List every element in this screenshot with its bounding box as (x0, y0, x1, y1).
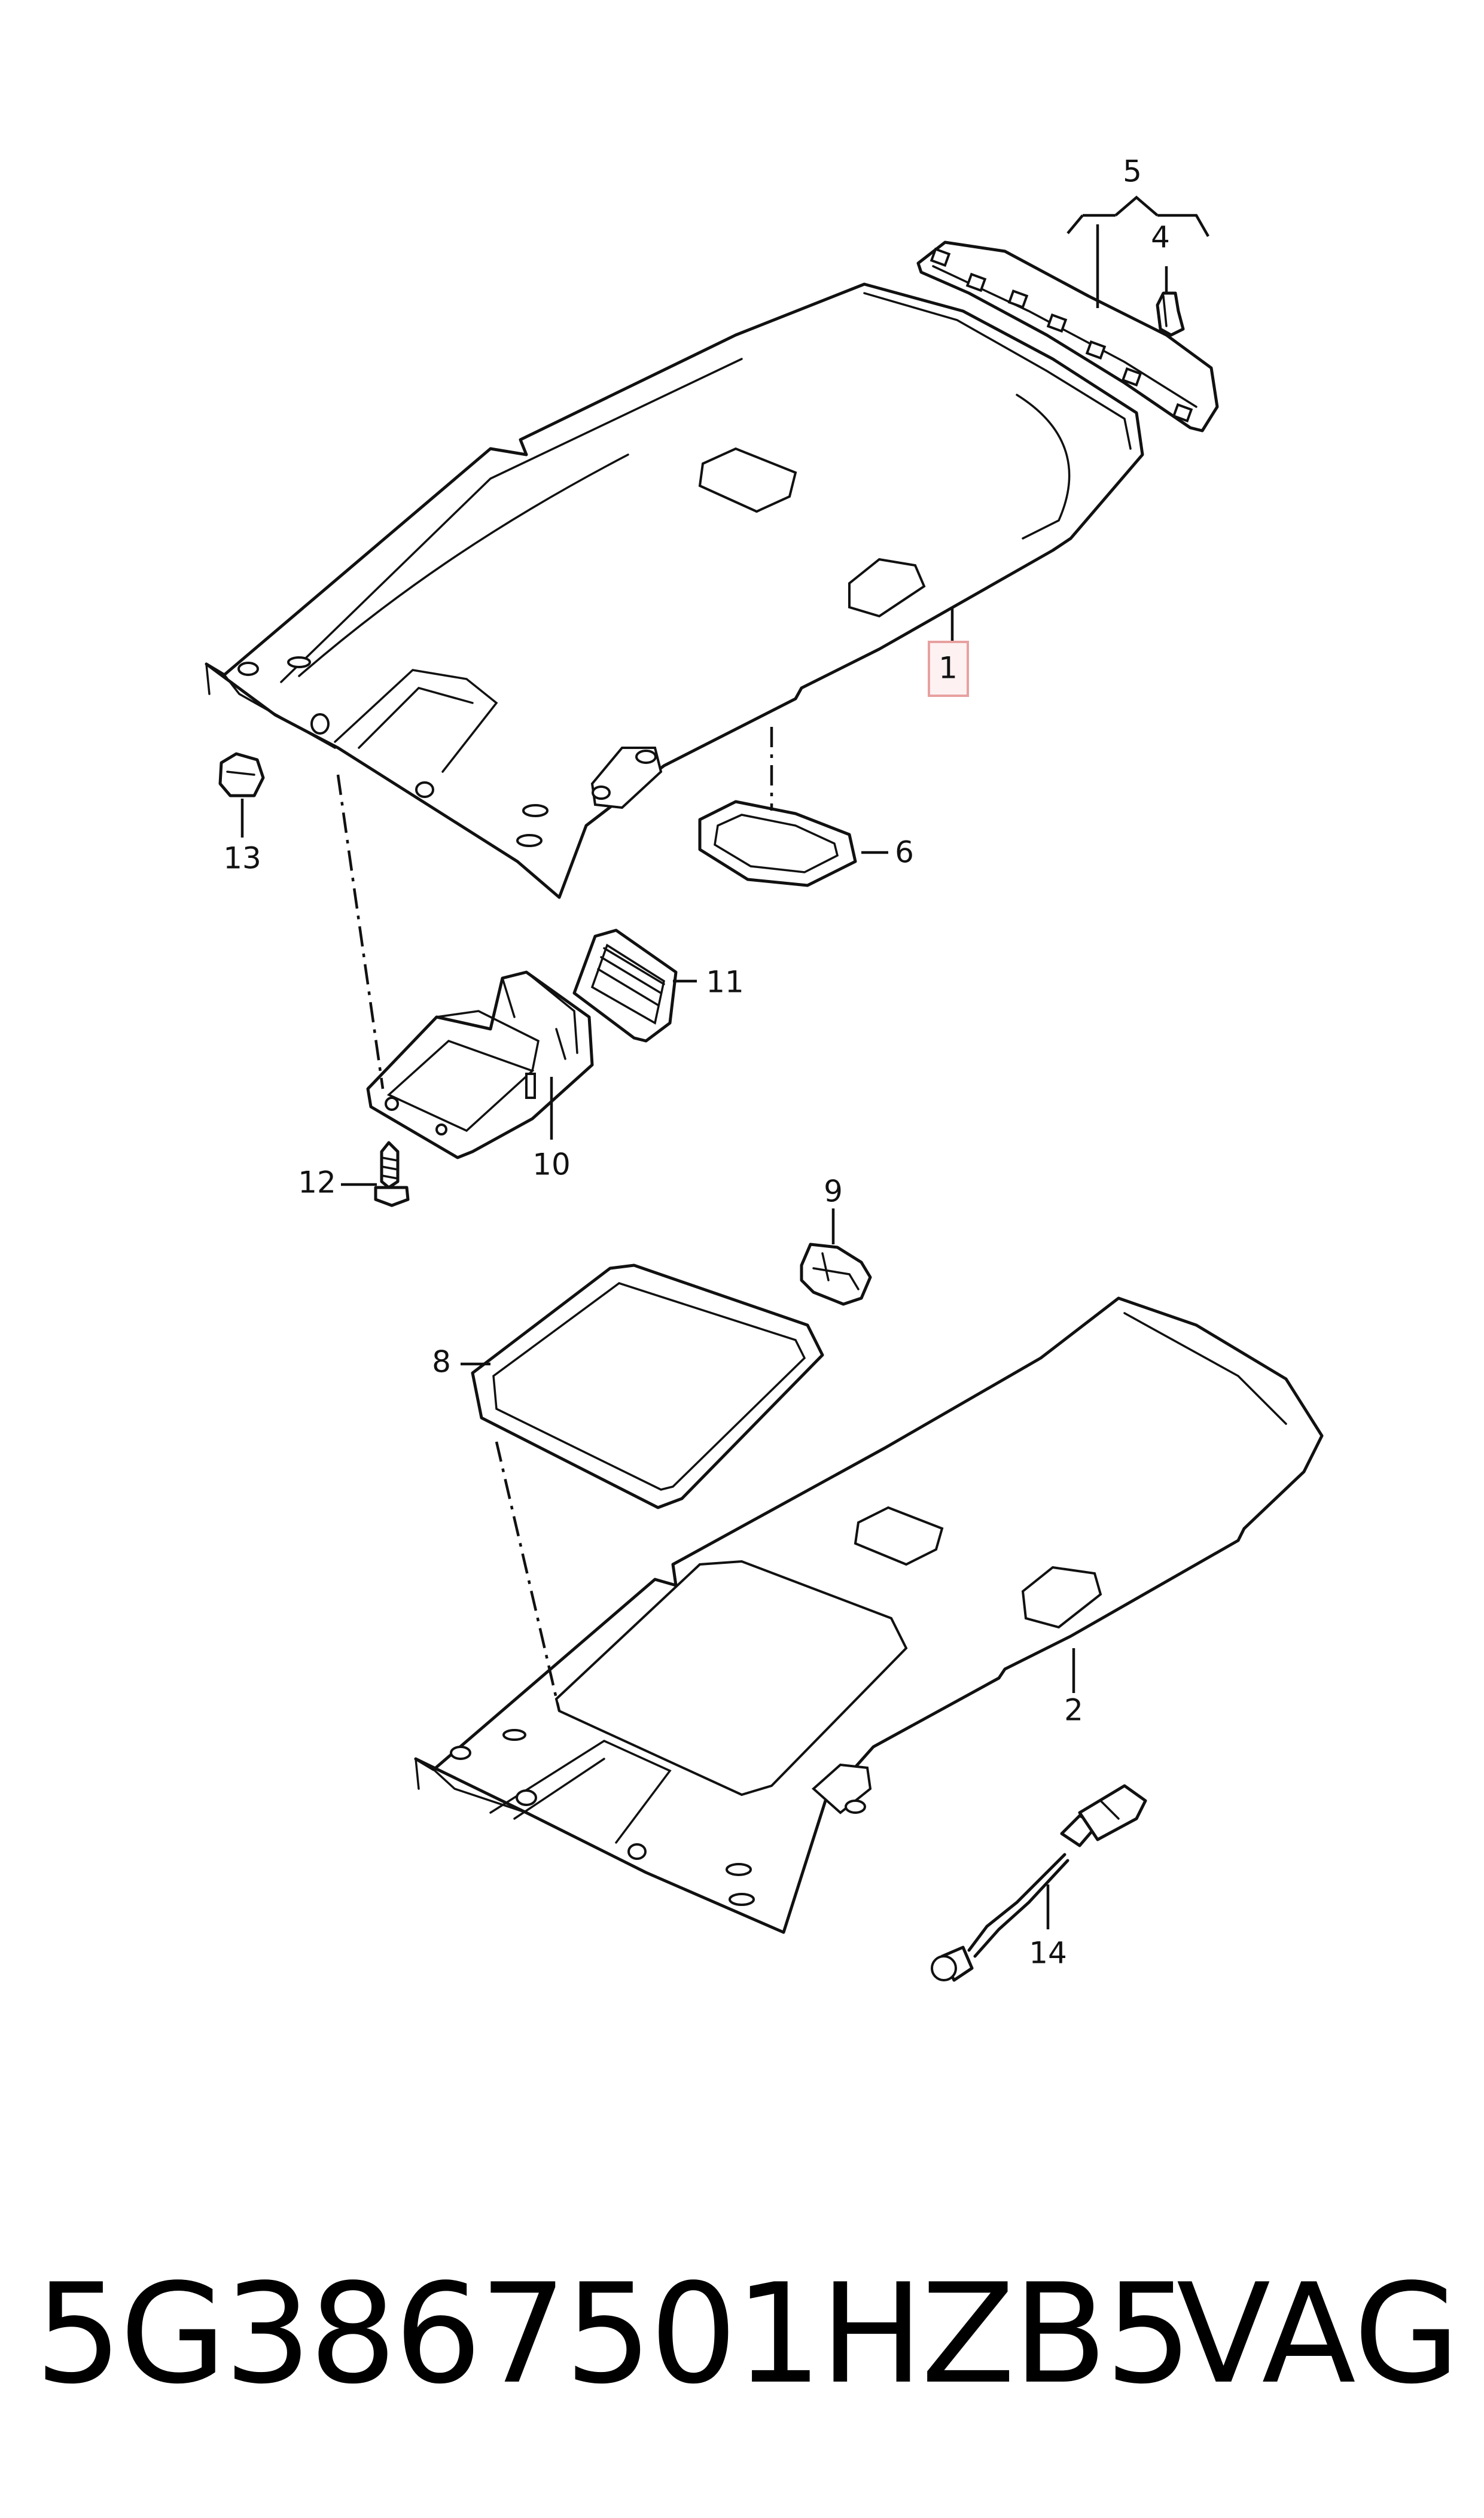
callout-11: 11 (706, 965, 744, 1000)
callout-10: 10 (532, 1147, 571, 1182)
console-bracket-part-10 (366, 970, 594, 1159)
sunroof-seal-part-8 (471, 1263, 824, 1509)
screw-part-12 (374, 1141, 410, 1207)
clip-part-13 (218, 752, 265, 797)
switch-cover-part-11 (572, 928, 678, 1043)
leader-lines (240, 196, 1209, 1929)
assembly-lines (336, 727, 773, 1712)
callout-6: 6 (895, 835, 914, 870)
clip-part-4 (1156, 291, 1185, 337)
brand-name: VAG (1176, 2255, 1460, 2415)
headliner-part-1 (205, 282, 1144, 899)
lamp-seal-part-6 (698, 800, 857, 887)
callout-8: 8 (432, 1345, 451, 1380)
callout-4: 4 (1151, 220, 1170, 255)
callout-13: 13 (223, 841, 261, 876)
callout-1: 1 (938, 651, 958, 686)
wiring-harness-part-14 (931, 1784, 1147, 1982)
rear-trim-strip-part-5 (916, 240, 1219, 433)
callout-5: 5 (1123, 154, 1142, 189)
callout-1-highlight (928, 641, 969, 697)
callout-9: 9 (824, 1174, 843, 1209)
callout-labels: 5 4 1 6 13 11 10 12 9 8 2 14 (223, 154, 1170, 1971)
callout-14: 14 (1029, 1936, 1067, 1971)
callout-12: 12 (298, 1165, 336, 1200)
callout-2: 2 (1064, 1693, 1083, 1728)
part-number: 5G3867501HZB5 (35, 2255, 1193, 2415)
clip-part-9 (800, 1243, 872, 1306)
headliner-part-2 (414, 1296, 1324, 1934)
